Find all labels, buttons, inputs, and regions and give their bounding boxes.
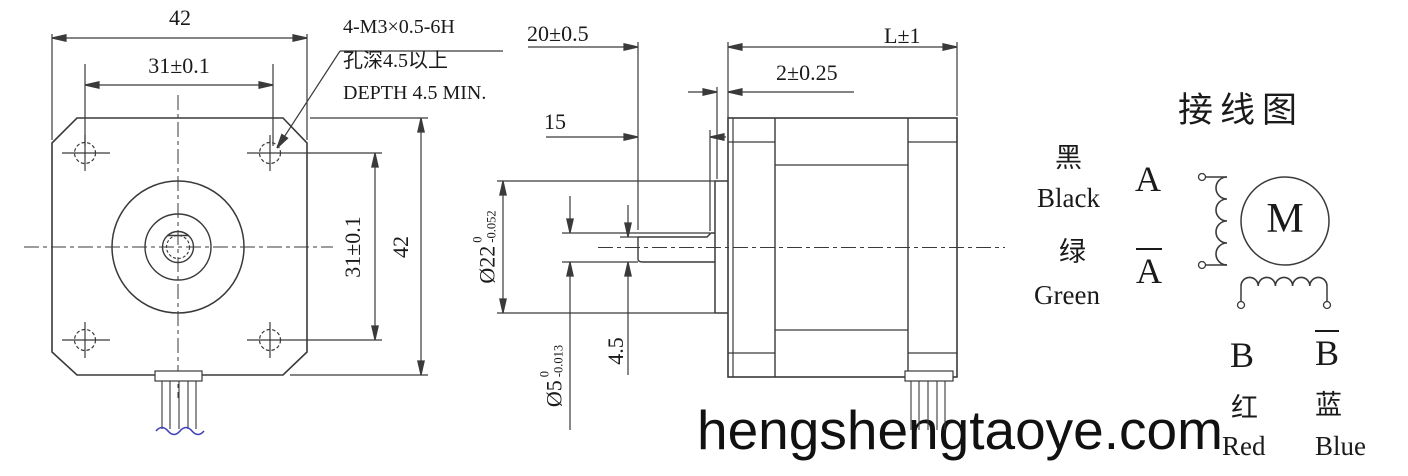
label-blue-en: Blue: [1315, 431, 1366, 461]
label-phase-b: B: [1230, 335, 1255, 375]
dim-front-width: 42: [169, 5, 191, 30]
label-black-cn: 黑: [1055, 143, 1082, 173]
terminal-b-bar: [1322, 300, 1332, 310]
motor-symbol: M: [1266, 196, 1304, 243]
wiring-title: 接线图: [1178, 91, 1305, 130]
coil-b-icon: [1240, 276, 1328, 287]
dim-front-height: 42: [387, 236, 413, 258]
label-phase-b-bar: B: [1315, 330, 1340, 374]
dim-shaft-length: 20±0.5: [527, 21, 589, 46]
terminal-a: [1197, 172, 1207, 182]
dim-hole-spacing-horizontal: 31±0.1: [148, 53, 210, 78]
dim-hole-spacing-vertical: 31±0.1: [339, 216, 365, 278]
callout-depth-en: DEPTH 4.5 MIN.: [343, 82, 487, 104]
terminal-b: [1236, 300, 1246, 310]
label-green-cn: 绿: [1059, 237, 1086, 267]
callout-thread-spec: 4-M3×0.5-6H: [343, 16, 455, 38]
label-red-cn: 红: [1231, 393, 1258, 423]
side-view: [497, 42, 1005, 430]
label-red-en: Red: [1222, 431, 1266, 461]
wire-break-line: [155, 426, 205, 436]
label-blue-cn: 蓝: [1315, 390, 1342, 420]
dim-boss-protrusion: 2±0.25: [776, 60, 838, 85]
label-green-en: Green: [1034, 280, 1100, 310]
watermark-text: hengshengtaoye.com: [697, 399, 1223, 461]
dim-body-length: L±1: [884, 23, 921, 48]
dim-flat-length: 15: [544, 109, 566, 134]
label-phase-a-bar: A: [1136, 248, 1162, 292]
label-phase-a: A: [1135, 159, 1161, 199]
terminal-a-bar: [1197, 260, 1207, 270]
dim-flat-height: 4.5: [602, 337, 628, 365]
callout-depth-cn: 孔深4.5以上: [343, 50, 448, 72]
label-black-en: Black: [1037, 183, 1100, 213]
coil-a-icon: [1215, 176, 1228, 266]
wiring-diagram: [1197, 172, 1332, 310]
